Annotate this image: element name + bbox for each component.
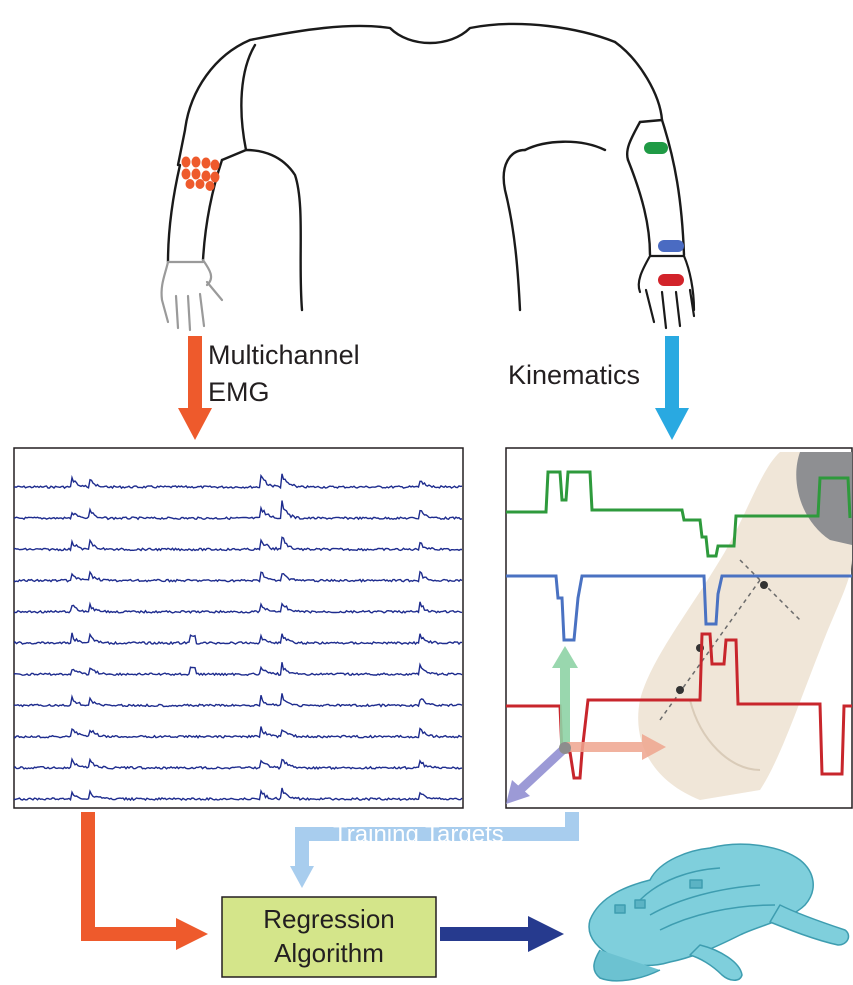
kinematics-label: Kinematics <box>508 360 640 390</box>
axis-arrows-icon <box>506 646 666 804</box>
emg-channel-trace <box>14 632 462 646</box>
emg-traces <box>14 473 463 802</box>
emg-channel-trace <box>14 662 463 677</box>
red-kinematic-trace <box>506 632 852 780</box>
emg-channel-trace <box>14 473 463 490</box>
regression-label-line2: Algorithm <box>274 938 384 968</box>
robotic-hand-icon <box>588 843 850 982</box>
emg-channel-trace <box>14 500 463 521</box>
emg-channel-trace <box>14 787 463 802</box>
emg-label-line2: EMG <box>208 377 270 407</box>
training-targets-label: Training Targets <box>333 821 504 848</box>
kinematics-content <box>506 452 852 804</box>
blue-motion-sensor <box>658 240 684 252</box>
emg-to-regression-arrow <box>81 812 208 950</box>
training-targets-arrow <box>290 812 579 888</box>
kinematics-arrow <box>655 336 689 440</box>
red-motion-sensor <box>658 274 684 286</box>
regression-algorithm-box <box>221 896 437 978</box>
emg-channel-trace <box>14 601 463 614</box>
emg-channel-trace <box>14 693 463 708</box>
left-hand-icon <box>160 258 224 332</box>
electrode-array-icon <box>181 156 220 191</box>
green-kinematic-trace <box>506 470 852 558</box>
output-arrow <box>440 916 564 952</box>
torso-outline-icon <box>166 22 686 312</box>
emg-channel-trace <box>14 570 463 583</box>
right-hand-icon <box>637 254 696 330</box>
hand-photo <box>638 452 852 800</box>
emg-channel-trace <box>14 726 463 739</box>
emg-channel-trace <box>14 536 462 552</box>
regression-label-line1: Regression <box>263 904 395 934</box>
emg-arrow <box>178 336 212 440</box>
green-motion-sensor <box>644 142 668 154</box>
emg-label-line1: Multichannel <box>208 340 360 370</box>
emg-channel-trace <box>14 757 463 770</box>
emg-panel <box>13 447 464 809</box>
blue-kinematic-trace <box>506 574 852 642</box>
